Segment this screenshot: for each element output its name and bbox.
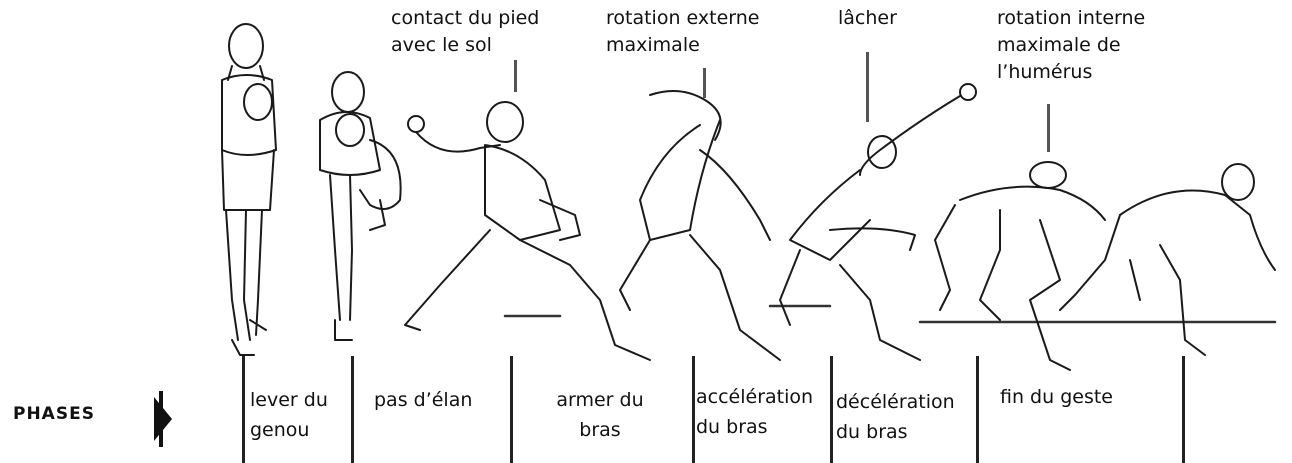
- phase-divider: [242, 356, 245, 463]
- phase-divider: [692, 356, 695, 463]
- phase-divider: [1182, 356, 1185, 463]
- phase-label-knee-lift: lever du genou: [250, 385, 350, 445]
- figure-knee-lift: [320, 72, 401, 340]
- event-label-release: lâcher: [838, 5, 938, 32]
- event-pointer-release: [866, 52, 869, 122]
- phases-title: PHASES: [13, 404, 95, 424]
- phase-divider: [351, 356, 354, 463]
- phase-divider: [510, 356, 513, 463]
- figure-stride: [405, 102, 650, 360]
- event-label-max-internal-rotation: rotation interne maximale de l’humérus: [997, 5, 1197, 86]
- figure-release: [780, 84, 976, 360]
- phase-label-arm-cocking: armer du bras: [540, 385, 660, 445]
- phase-label-stride: pas d’élan: [374, 385, 504, 415]
- event-pointer-foot-contact: [514, 60, 517, 92]
- figure-standing: [222, 24, 276, 355]
- event-pointer-max-external-rotation: [703, 68, 706, 98]
- phase-label-arm-acceleration: accélération du bras: [696, 382, 836, 442]
- event-pointer-max-internal-rotation: [1047, 104, 1050, 152]
- phases-arrow-icon: [150, 391, 176, 447]
- figure-follow-through: [1060, 164, 1275, 355]
- event-label-foot-contact: contact du pied avec le sol: [391, 5, 581, 59]
- phase-label-arm-deceleration: décélération du bras: [836, 387, 976, 447]
- figure-cocking: [620, 91, 780, 360]
- figure-deceleration: [935, 162, 1105, 370]
- phase-label-follow-through: fin du geste: [1000, 382, 1170, 412]
- event-label-max-external-rotation: rotation externe maximale: [606, 5, 816, 59]
- phase-divider: [976, 356, 979, 463]
